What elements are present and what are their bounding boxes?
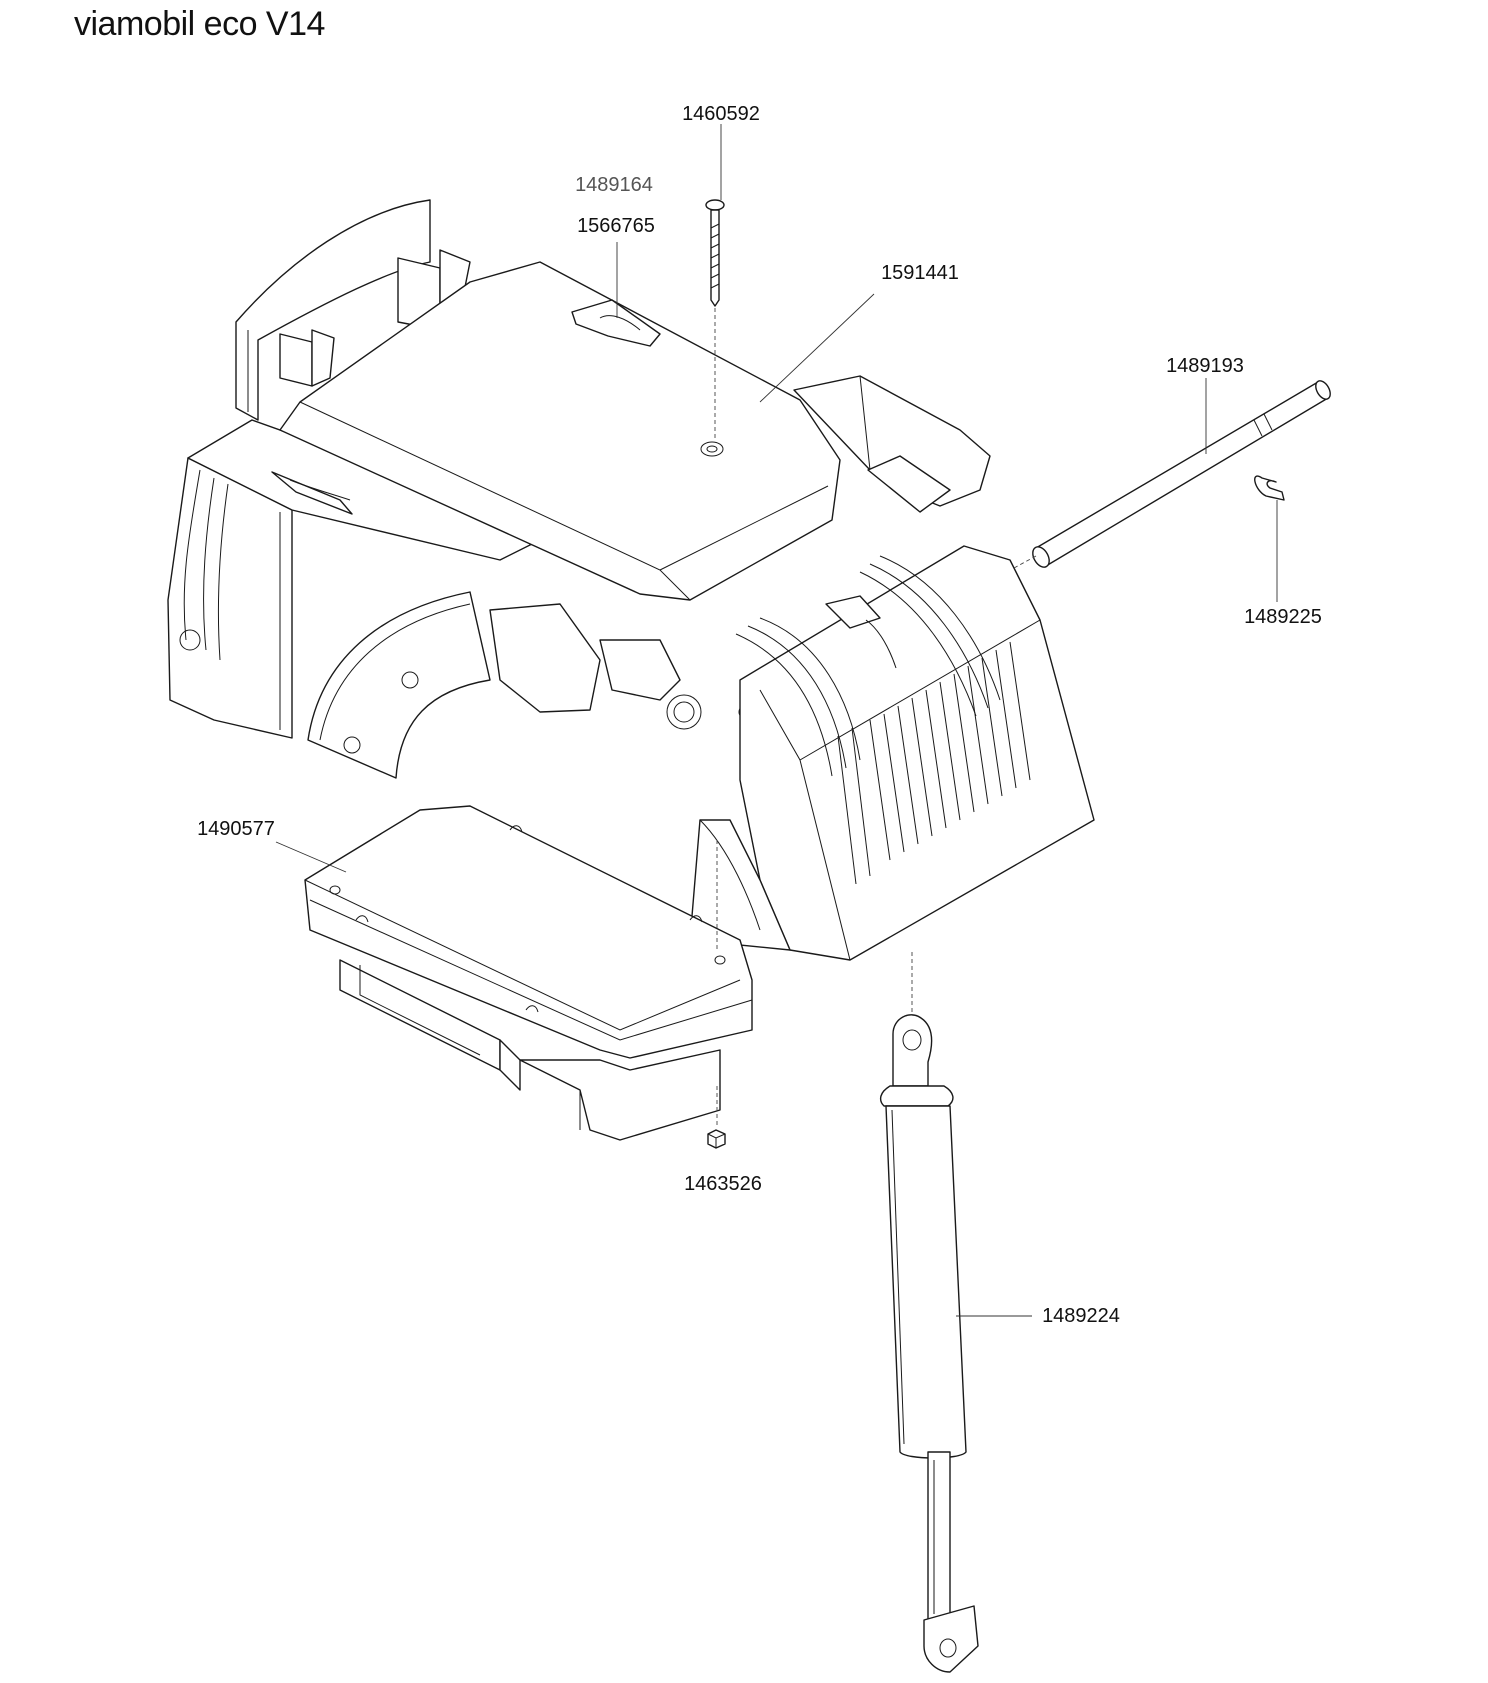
retaining-clip-1489225 [1254,475,1285,501]
controller-box-1490577 [304,805,753,1141]
leader-lines [275,124,1278,1317]
part-label-1591441: 1591441 [881,262,959,284]
nut-1463526 [707,1129,726,1149]
gas-spring-1489224 [879,1014,979,1673]
part-label-1463526: 1463526 [684,1173,762,1195]
screw-1460592 [705,199,725,307]
axle-1489193 [1032,380,1331,568]
part-label-1489164: 1489164 [575,174,653,196]
part-label-1489225: 1489225 [1244,606,1322,628]
main-housing [167,199,1095,961]
part-label-1489224: 1489224 [1042,1305,1120,1327]
part-label-1490577: 1490577 [197,818,275,840]
part-label-1489193: 1489193 [1166,355,1244,377]
part-label-1566765: 1566765 [577,215,655,237]
drawing-title: viamobil eco V14 [74,5,325,43]
part-label-1460592: 1460592 [682,103,760,125]
